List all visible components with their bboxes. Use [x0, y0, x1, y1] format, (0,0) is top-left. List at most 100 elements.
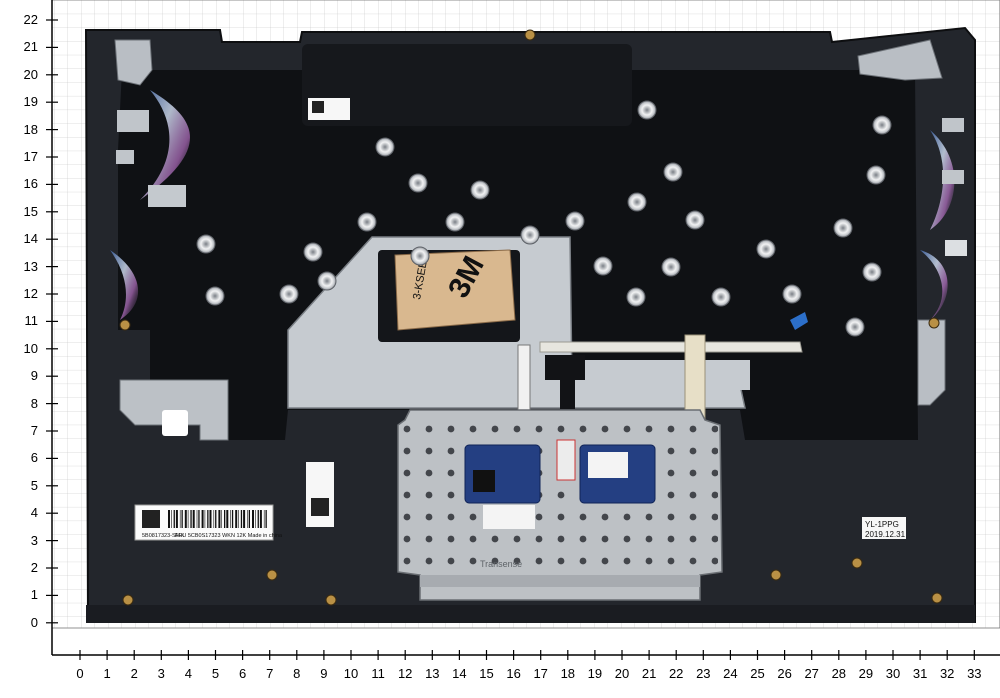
barcode-bar — [231, 510, 234, 528]
screw-holes — [196, 100, 892, 337]
bracket-screw-left — [148, 185, 186, 207]
screw-boss — [685, 210, 705, 230]
brass-insert — [851, 557, 863, 569]
barcode-bar — [168, 510, 170, 528]
screw-boss — [711, 287, 731, 307]
barcode-bar — [175, 510, 178, 528]
x-axis-label: 33 — [967, 666, 982, 681]
x-axis-label: 19 — [587, 666, 603, 681]
y-axis-label: 11 — [24, 313, 39, 329]
touchpad-brand-text: Transense — [480, 559, 522, 569]
barcode-bar — [263, 510, 265, 528]
y-axis-label: 13 — [23, 258, 38, 274]
screw-boss — [866, 165, 886, 185]
x-axis-label: 4 — [184, 666, 192, 681]
qr-code-top — [312, 101, 324, 113]
bracket-right-side — [917, 319, 946, 406]
barcode-bar — [184, 510, 187, 528]
x-axis-label: 10 — [343, 666, 359, 681]
y-axis-label: 17 — [23, 149, 38, 164]
brass-insert — [119, 319, 131, 331]
screw-boss — [410, 246, 430, 266]
y-axis-label: 5 — [30, 477, 38, 493]
screw-boss — [627, 192, 647, 212]
x-axis-label: 5 — [211, 666, 220, 681]
x-axis-label: 6 — [238, 666, 247, 681]
x-axis-label: 8 — [293, 666, 301, 681]
brass-insert — [266, 569, 278, 581]
barcode-bar — [181, 510, 183, 528]
barcode-bar — [230, 510, 231, 528]
screw-boss — [470, 180, 490, 200]
barcode-bar — [226, 510, 229, 528]
red-white-tag — [556, 439, 576, 481]
screw-boss — [205, 286, 225, 306]
x-axis-label: 9 — [320, 666, 328, 681]
barcode-bar — [243, 510, 246, 528]
x-axis-label: 22 — [668, 666, 684, 681]
x-axis-label: 26 — [777, 666, 792, 681]
barcode-line2: FRU 5CB0S17323 WKN 12K Made in china — [175, 533, 283, 539]
y-axis-label: 0 — [30, 614, 38, 630]
hinge-bracket-right — [857, 39, 943, 81]
model-line2: 2019.12.31 — [865, 530, 906, 539]
screw-boss — [593, 256, 613, 276]
bracket-right-small2 — [942, 170, 964, 184]
barcode-bar — [196, 510, 198, 528]
screw-boss — [661, 257, 681, 277]
y-axis-ticks — [46, 19, 58, 624]
y-axis-label: 10 — [23, 340, 38, 356]
screw-boss — [375, 137, 395, 157]
x-axis-label: 18 — [560, 666, 576, 681]
y-axis-label: 3 — [30, 532, 38, 548]
touchpad-flex-cable — [539, 341, 803, 353]
barcode-bar — [235, 510, 238, 528]
screw-boss — [279, 284, 299, 304]
x-axis-label: 3 — [157, 666, 165, 681]
barcode-bar — [204, 510, 206, 528]
x-axis-label: 31 — [912, 666, 928, 681]
x-axis-label: 27 — [804, 666, 819, 681]
barcode-bar — [213, 510, 215, 528]
x-axis-label: 28 — [831, 666, 847, 681]
screw-boss — [756, 239, 776, 259]
brass-insert — [122, 594, 134, 606]
y-axis-label: 18 — [23, 121, 38, 137]
screw-boss — [663, 162, 683, 182]
barcode-bar — [171, 510, 172, 528]
barcode-bar — [224, 510, 226, 528]
top-speaker-plate — [302, 44, 632, 126]
barcode-bar — [179, 510, 181, 528]
brass-insert — [928, 317, 940, 329]
bracket-left-mid — [117, 110, 149, 132]
x-axis-label: 16 — [506, 666, 521, 681]
brass-insert — [770, 569, 782, 581]
model-line1: YL-1PPG — [865, 520, 899, 529]
y-axis-label: 7 — [30, 423, 38, 438]
barcode-bar — [201, 510, 204, 528]
brass-insert — [325, 594, 337, 606]
barcode-bar — [218, 510, 221, 528]
x-axis-label: 13 — [425, 666, 440, 681]
barcode-bar — [257, 510, 259, 528]
touchpad-qr-label-center — [483, 505, 535, 529]
bracket-right-small3 — [945, 240, 967, 256]
square-cutout-left — [162, 410, 188, 436]
barcode-qr — [142, 510, 160, 528]
y-axis-label: 20 — [23, 66, 38, 82]
barcode-bar — [240, 510, 243, 528]
x-axis-label: 20 — [614, 666, 630, 681]
blue-cable-right — [790, 312, 808, 330]
x-axis-label: 12 — [397, 666, 413, 681]
touchpad-chip — [473, 470, 495, 492]
y-axis-label: 15 — [23, 203, 38, 219]
x-axis-label: 7 — [266, 666, 274, 681]
barcode-bar — [209, 510, 212, 528]
barcode-bar — [192, 510, 195, 528]
y-axis-label: 4 — [30, 505, 38, 521]
x-axis-label: 25 — [750, 666, 765, 681]
screw-boss — [408, 173, 428, 193]
brass-inserts — [119, 29, 943, 606]
y-axis-label: 1 — [30, 587, 38, 603]
barcode-bar — [173, 510, 175, 528]
